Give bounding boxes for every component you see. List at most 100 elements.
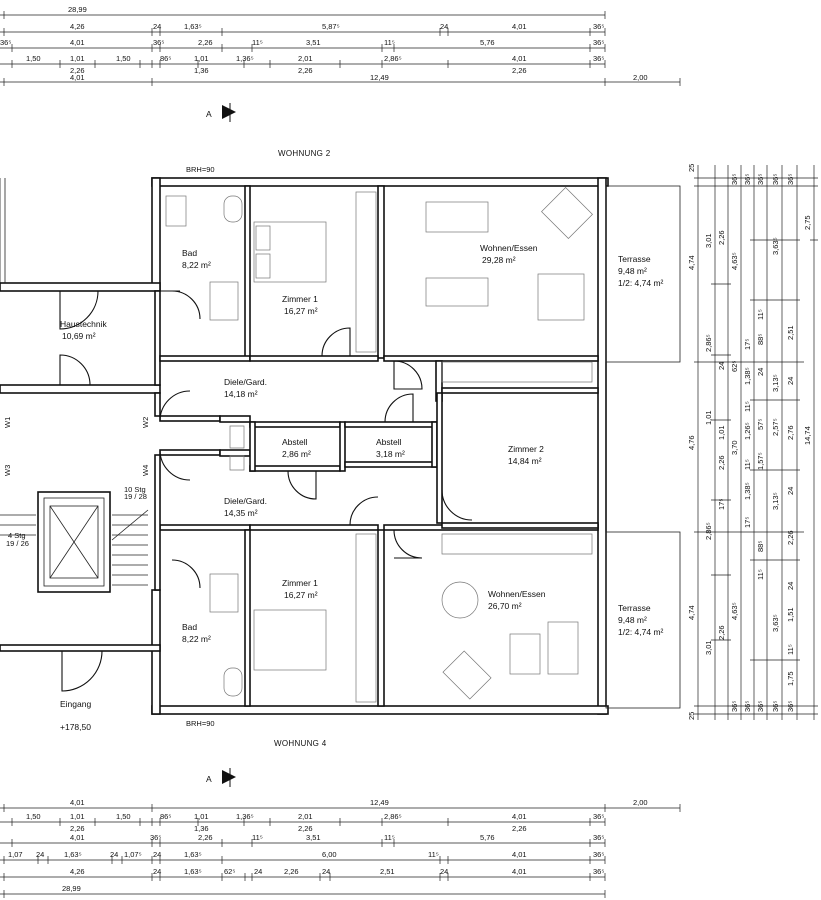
room-name: Abstell — [376, 437, 402, 447]
entrance-label: Eingang — [60, 699, 91, 709]
dim-right: 17⁵ — [717, 499, 726, 510]
room-area: 29,28 m² — [482, 255, 516, 265]
section-marker-top: A — [206, 103, 236, 122]
dim-right: 2,26 — [717, 455, 726, 470]
dim-top: 11⁵ — [384, 38, 395, 47]
room-name: Wohnen/Essen — [488, 589, 546, 599]
dim-bottom: 1,36 — [194, 824, 209, 833]
dim-bottom: 2,51 — [380, 867, 395, 876]
dim-top: 24 — [440, 22, 448, 31]
dim-bottom-total: 28,99 — [62, 884, 81, 893]
right-dimension-labels: 254,744,764,74253,012,86⁵1,012,86⁵3,012,… — [687, 164, 812, 720]
section-marker-bottom: A — [206, 768, 236, 787]
dim-right: 36⁵ — [730, 701, 739, 712]
room-area: 3,18 m² — [376, 449, 405, 459]
doors — [59, 290, 473, 692]
dim-bottom: 11⁵ — [428, 850, 439, 859]
dim-bottom: 1,07 — [8, 850, 23, 859]
right-dimensions — [694, 165, 818, 720]
section-label: A — [206, 109, 212, 119]
dim-bottom: 1,63⁵ — [184, 850, 202, 859]
dim-bottom: 1,07⁵ — [124, 850, 142, 859]
dim-bottom: 4,26 — [70, 867, 85, 876]
dim-right: 36⁵ — [743, 174, 752, 185]
dim-top: 11⁵ — [252, 38, 263, 47]
dim-top: 36⁵ — [593, 22, 604, 31]
dim-bottom: 2,00 — [633, 798, 648, 807]
room-name: Zimmer 2 — [508, 444, 544, 454]
dim-right: 24 — [717, 362, 726, 370]
dim-bottom: 86⁵ — [160, 812, 171, 821]
dim-right: 1,51 — [786, 607, 795, 622]
dim-top: 4,01 — [512, 54, 527, 63]
room-name: Zimmer 1 — [282, 294, 318, 304]
dim-right: 3,63⁵ — [771, 614, 780, 632]
dim-right: 2,26 — [786, 530, 795, 545]
dim-bottom: 24 — [153, 850, 161, 859]
dim-right: 2,26 — [717, 625, 726, 640]
room-name: Wohnen/Essen — [480, 243, 538, 253]
wall-label-w4: W4 — [141, 465, 150, 476]
dim-right: 11⁵ — [756, 569, 765, 580]
dim-bottom: 62⁵ — [224, 867, 235, 876]
dim-top: 2,00 — [633, 73, 648, 82]
dim-top: 4,01 — [70, 73, 85, 82]
top-dimensions: 28,99 4,26 24 1,63⁵ 5,87⁵ 24 4,01 36⁵ 36… — [0, 5, 681, 86]
dim-right: 36⁵ — [730, 174, 739, 185]
room-name: Bad — [182, 622, 197, 632]
dim-right: 11⁵ — [743, 401, 752, 412]
dim-top: 1,01 — [194, 54, 209, 63]
dim-top: 3,51 — [306, 38, 321, 47]
dim-bottom: 1,01 — [194, 812, 209, 821]
unit-title-bottom: WOHNUNG 4 — [274, 739, 327, 748]
dim-top: 1,01 — [70, 54, 85, 63]
dim-bottom: 36⁵ — [593, 812, 604, 821]
dim-bottom: 1,63⁵ — [64, 850, 82, 859]
dim-bottom: 36⁵ — [593, 850, 604, 859]
dim-bottom: 36⁵ — [150, 833, 161, 842]
dim-right: 3,01 — [704, 640, 713, 655]
dim-top: 2,26 — [70, 66, 85, 75]
interior-walls — [154, 185, 599, 707]
brh-label-bottom: BRH=90 — [186, 719, 215, 728]
dim-right: 11⁵ — [786, 644, 795, 655]
dim-right: 36⁵ — [743, 701, 752, 712]
dim-right: 36⁵ — [756, 174, 765, 185]
dim-right: 36⁵ — [756, 701, 765, 712]
dim-right: 25 — [687, 712, 696, 720]
dim-top: 2,01 — [298, 54, 313, 63]
dim-right: 1,38⁵ — [743, 367, 752, 385]
room-area: 16,27 m² — [284, 306, 318, 316]
dim-right: 36⁵ — [786, 174, 795, 185]
dim-right: 4,76 — [687, 435, 696, 450]
dim-top: 5,87⁵ — [322, 22, 340, 31]
dim-bottom: 4,01 — [70, 833, 85, 842]
dim-bottom: 11⁵ — [252, 833, 263, 842]
dim-bottom: 24 — [322, 867, 330, 876]
dim-right: 3,63⁵ — [771, 237, 780, 255]
dim-top: 1,50 — [26, 54, 41, 63]
dim-bottom: 6,00 — [322, 850, 337, 859]
dim-top: 2,26 — [512, 66, 527, 75]
dim-top: 5,76 — [480, 38, 495, 47]
dim-bottom: 2,26 — [298, 824, 313, 833]
dim-right: 36⁵ — [771, 701, 780, 712]
dim-right: 62⁵ — [730, 361, 739, 372]
room-area: 2,86 m² — [282, 449, 311, 459]
stair-label: 19 / 26 — [6, 539, 29, 548]
room-area: 14,35 m² — [224, 508, 258, 518]
room-name: Diele/Gard. — [224, 496, 267, 506]
dim-bottom: 1,63⁵ — [184, 867, 202, 876]
dim-right: 2,57⁵ — [771, 418, 780, 436]
dim-bottom: 36⁵ — [593, 867, 604, 876]
dim-bottom: 24 — [153, 867, 161, 876]
room-area: 9,48 m² — [618, 266, 647, 276]
dim-bottom: 2,26 — [512, 824, 527, 833]
dim-bottom: 12,49 — [370, 798, 389, 807]
dim-bottom: 1,01 — [70, 812, 85, 821]
dim-bottom: 2,26 — [198, 833, 213, 842]
dim-bottom: 24 — [440, 867, 448, 876]
dim-right: 3,70 — [730, 440, 739, 455]
wall-label-w1: W1 — [3, 417, 12, 428]
